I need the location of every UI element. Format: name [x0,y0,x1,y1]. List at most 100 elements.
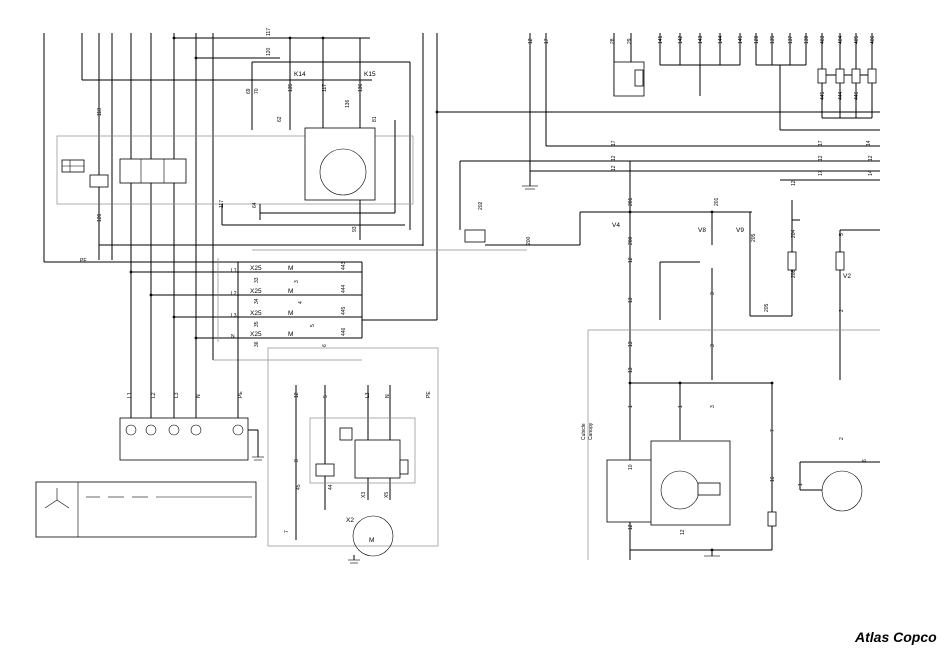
phase-l1-bottom: L1 [127,392,133,398]
contactor-k15-label: K15 [364,71,376,78]
diode-v9-label: V9 [736,227,744,234]
wire-number-right-low-13: 6 [862,459,868,462]
wire-number-top-right-13: 403 [820,35,826,44]
wire-number-bottom-left-0: 12 [294,392,300,398]
wire-number-top-right-3: 29 [627,38,633,44]
phase-l3-bottom: L3 [174,392,180,398]
wire-number-bottom-left-3: N [385,394,391,398]
terminal-m-label-2: M [288,288,293,295]
wire-number-right-low-8: 10 [628,464,634,470]
wire-number-terminal-2: 445 [341,306,347,315]
wire-number-top-left-9: 69 [246,88,252,94]
connector-x2-label: X2 [346,517,354,524]
left-power-circuit [35,33,527,564]
wire-number-bottom-left-6: 7 [284,530,290,533]
phase-pe-bottom: PE [238,391,244,398]
wire-number-top-right-0: 12 [528,38,534,44]
phase-l1-top: L1 [231,268,237,274]
motor-m-label: M [369,537,374,544]
wire-number-bottom-left-5: 8 [294,459,300,462]
wire-number-top-left-2: 118 [97,108,103,116]
wire-number-top-right-8: 145 [738,35,744,44]
wire-number-bus-0: 17 [611,140,617,146]
wire-number-right-low-5: 3 [710,405,716,408]
wire-number-terminal-7: 36 [254,341,260,347]
wire-number-bottom-left-8: X5 [384,492,390,498]
wire-number-top-left-5: 117 [322,84,328,92]
wire-number-top-left-6: 136 [345,99,351,108]
terminal-x25-label-2: X25 [250,288,262,295]
wire-number-top-left-1: 120 [266,47,272,56]
phase-l2-top: L2 [231,291,237,297]
atlas-copco-logo: Atlas Copco [854,629,937,645]
canopy-text-line2: Canopy [588,422,594,440]
wire-number-top-left-4: 136 [358,83,364,92]
wire-number-bus-3: 14 [868,170,874,176]
wire-number-right-mid-12: 5 [839,233,845,236]
wire-number-terminal-4: 33 [254,277,260,283]
wire-number-bottom-left-2: L3 [365,392,371,398]
wire-number-right-low-10: 12 [680,529,686,535]
wire-number-bottom-left-9: 44 [328,484,334,490]
wire-number-right-low-11: 16 [770,476,776,482]
wire-number-right-low-4: 1 [678,405,684,408]
wire-number-right-mid-7: 208 [791,269,797,278]
wire-number-right-mid-2: 201 [628,197,634,206]
canopy-text-line1: Cubicle [581,423,587,440]
wire-number-top-right-16: 406 [870,35,876,44]
phase-pe-top: PE [80,258,87,264]
wire-number-top-right-17: 445 [820,91,826,100]
wire-number-right-low-1: 3 [710,344,716,347]
wire-number-top-right-4: 141 [658,35,664,44]
wire-number-terminal-9: 4 [298,301,304,304]
wire-number-right-low-9: 12 [628,524,634,530]
wire-number-top-left-11: 120 [97,213,103,222]
wire-number-top-left-13: 64 [252,202,258,208]
wire-number-bus-5: 17 [818,140,824,146]
contactor-k14-label: K14 [294,71,306,78]
wire-number-top-right-18: 444 [838,91,844,100]
wire-number-right-mid-0: 202 [478,201,484,210]
diode-v2-label: V2 [843,273,851,280]
terminal-m-label-1: M [288,265,293,272]
wire-number-bus-4: 12 [868,155,874,161]
phase-n-top: N [231,334,235,340]
wire-number-top-right-6: 143 [698,35,704,44]
terminal-x25-label-3: X25 [250,310,262,317]
wire-number-bottom-left-10: 45 [296,484,302,490]
wire-number-right-mid-8: 205 [764,303,770,312]
wire-number-bus-9: 14 [866,140,872,146]
terminal-m-label-3: M [288,310,293,317]
phase-l3-top: L3 [231,313,237,319]
wire-number-right-mid-10: 3 [710,292,716,295]
right-control-circuit [437,33,880,560]
wire-number-top-right-10: 135 [770,35,776,44]
wire-number-right-mid-5: 205 [751,233,757,242]
wire-number-right-low-0: 13 [628,341,634,347]
wire-number-right-mid-4: 200 [628,236,634,245]
wire-number-terminal-1: 444 [341,284,347,293]
terminal-m-label-4: M [288,331,293,338]
wire-number-top-left-10: 70 [254,88,260,94]
wire-number-top-left-12: 117 [219,200,225,208]
wire-number-bus-8: 12 [791,180,797,186]
wire-number-terminal-10: 5 [310,324,316,327]
wire-number-top-right-11: 137 [788,35,794,44]
wire-number-bus-2: 12 [611,165,617,171]
wire-number-terminal-8: 3 [294,280,300,283]
wire-number-top-right-19: 446 [854,91,860,100]
terminal-x25-label-1: X25 [250,265,262,272]
wire-number-top-left-8: 81 [372,116,378,122]
wire-number-terminal-0: 443 [341,261,347,270]
wire-number-right-low-6: 7 [770,429,776,432]
wire-number-terminal-5: 34 [254,298,260,304]
wire-number-right-low-12: 2 [839,437,845,440]
wire-number-right-low-3: 1 [628,405,634,408]
diode-v8-label: V8 [698,227,706,234]
wire-number-bus-7: 12 [818,155,824,161]
wire-number-right-mid-6: 204 [791,229,797,238]
wire-number-bus-1: 12 [611,155,617,161]
wire-number-top-left-3: 135 [288,83,294,92]
